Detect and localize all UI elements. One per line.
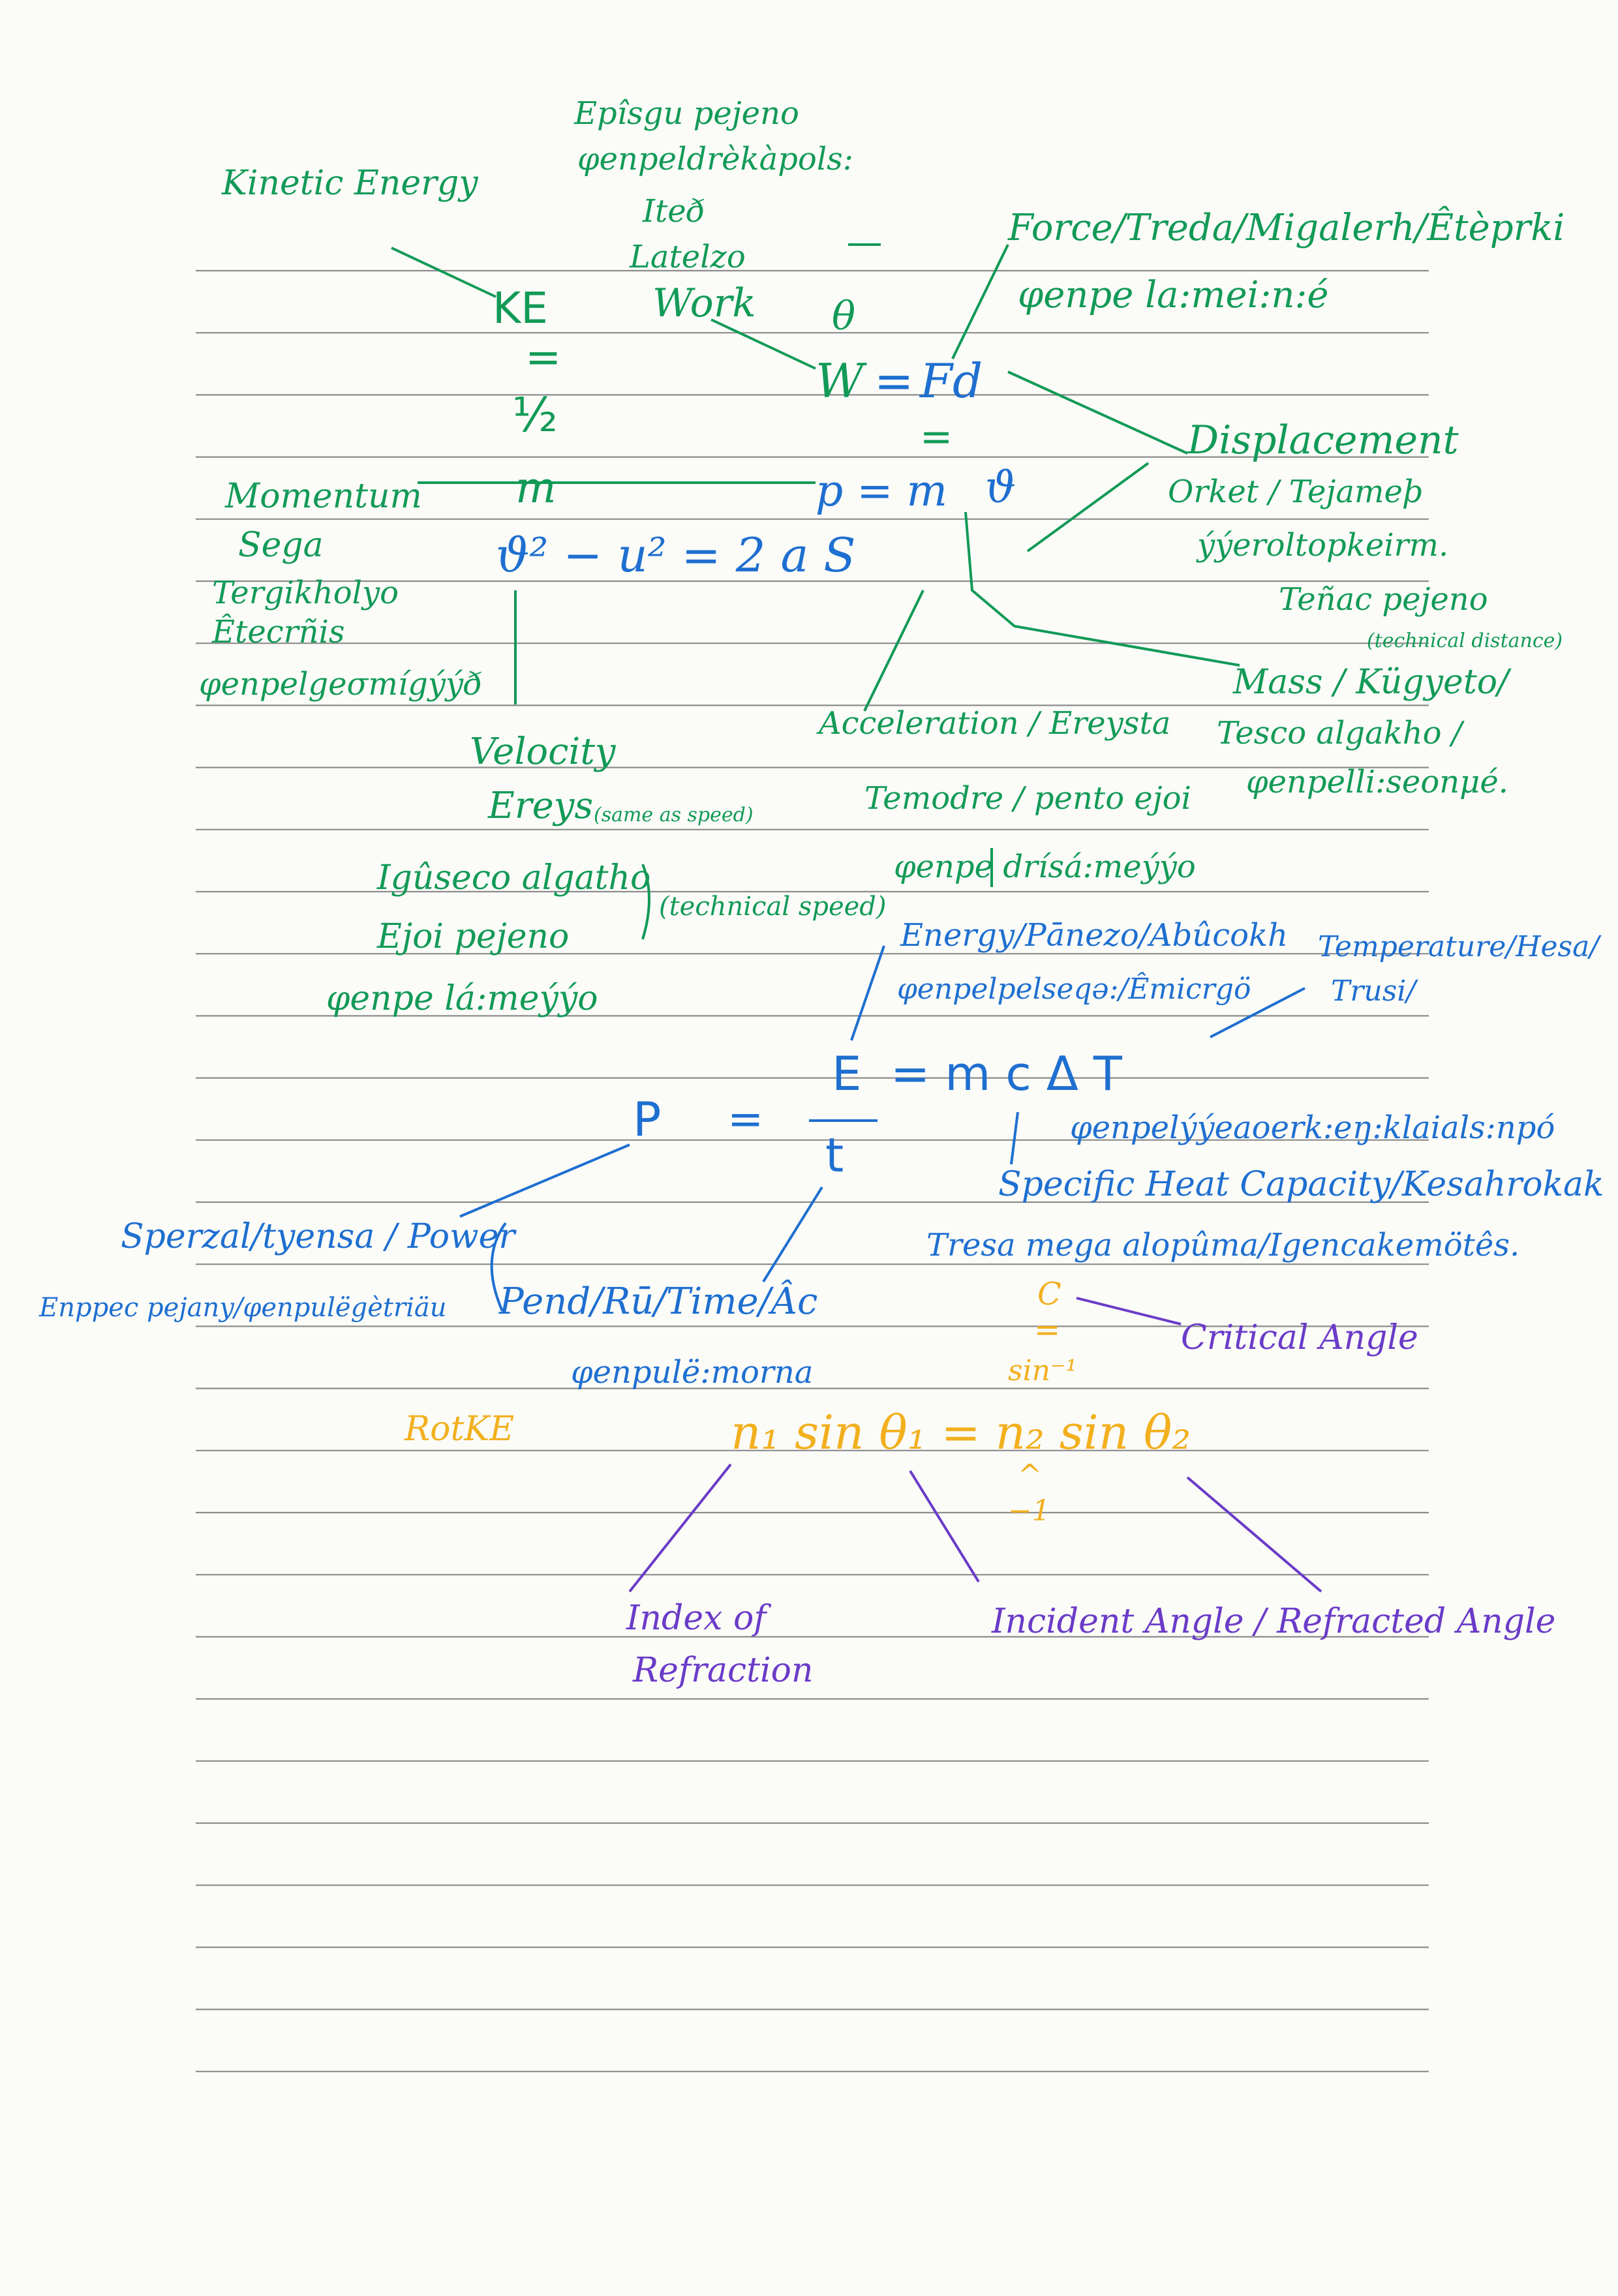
penpelgeomi-label: φenpelgeσmígýýð	[199, 666, 483, 702]
brace-speed	[641, 864, 650, 940]
arrow-refracted	[1186, 1476, 1322, 1593]
energy-label: Energy/Pānezo/Abûcokh	[900, 917, 1288, 954]
arrow-kinetic-energy	[391, 247, 496, 298]
arrow-critical-angle	[1076, 1297, 1182, 1325]
power-symbol: P	[633, 1092, 662, 1147]
penpe-dri-label: φenpe drísá:meýýo	[894, 849, 1196, 885]
velocity-label: Velocity	[470, 731, 616, 773]
energy-equation: = m c Δ T	[891, 1046, 1122, 1101]
arrow-time	[762, 1186, 823, 1283]
energy-label-line2: φenpelpelseqə:/Êmicrgö	[897, 973, 1251, 1006]
incident-refracted-label: Incident Angle / Refracted Angle	[992, 1602, 1556, 1641]
iguseco-label: Igûseco algatho	[377, 858, 651, 898]
penpelli-label: φenpelli:seonμé.	[1246, 764, 1508, 800]
critical-equals: =	[1034, 1312, 1061, 1348]
acceleration-label: Acceleration / Ereysta	[819, 705, 1171, 742]
same-as-speed-note: (same as speed)	[594, 804, 754, 826]
snell-minus-one: −1	[1008, 1494, 1050, 1528]
penpule-label: φenpulë:morna	[571, 1354, 814, 1391]
arrow-index	[628, 1463, 732, 1593]
arrow-acceleration	[863, 590, 924, 712]
index-of-refraction-line1: Index of	[626, 1599, 767, 1638]
momentum-equation: p = m	[816, 466, 948, 516]
energy-symbol: E	[832, 1046, 862, 1101]
yyerol-label: ýýeroltopkeirm.	[1197, 527, 1449, 564]
arrow-specific-heat	[1010, 1111, 1019, 1165]
ejoi-label: Ejoi pejeno	[377, 917, 570, 956]
arrow-displacement-s	[1026, 462, 1150, 552]
work-equals: =	[874, 354, 914, 408]
enppec-label: Enppec pejany/φenpulëgètriäu	[39, 1293, 447, 1323]
time-symbol: t	[825, 1128, 844, 1183]
displacement-label: Displacement	[1187, 417, 1459, 463]
time-label: Pend/Rū/Time/Âc	[499, 1280, 818, 1323]
ereys-label: Ereys	[488, 785, 594, 827]
power-equals: =	[727, 1094, 764, 1144]
tenac-label: Teñac pejeno	[1279, 581, 1488, 618]
mass-label: Mass / Kügyeto/	[1233, 663, 1509, 702]
kinematics-equation: ϑ² − u² = 2 a S	[496, 528, 856, 582]
technical-speed-note: (technical speed)	[659, 892, 887, 922]
ke-equals: =	[525, 332, 562, 382]
specific-heat-label: Specific Heat Capacity/Kesahrokak	[998, 1165, 1604, 1204]
arrow-energy	[850, 945, 885, 1041]
brace-power	[490, 1222, 507, 1312]
tresa-label: Tresa mega alopûma/Igencakemötês.	[926, 1227, 1520, 1263]
arrow-incident	[909, 1470, 980, 1583]
temperature-label: Temperature/Hesa/	[1318, 930, 1600, 963]
stroke-mass	[964, 511, 1240, 667]
etecrnis-label: Êtecrñis	[212, 614, 345, 650]
velocity-symbol-momentum: ϑ	[985, 462, 1016, 513]
arrow-work	[710, 318, 816, 370]
ited-label: Iteð	[643, 193, 705, 230]
ke-symbol: KE	[493, 283, 548, 333]
fd-equals: =	[920, 414, 953, 460]
critical-c-symbol: C	[1037, 1276, 1061, 1312]
arrow-force	[951, 244, 1009, 359]
trusi-label: Trusi/	[1331, 974, 1416, 1008]
critical-angle-label: Critical Angle	[1181, 1318, 1418, 1357]
penpe-la-label: φenpe lá:meýýo	[326, 979, 598, 1018]
sega-label: Sega	[238, 526, 324, 565]
latelzo-label: Latelzo	[630, 239, 746, 275]
force-label-line2: φenpe la:mei:n:é	[1018, 274, 1329, 316]
mass-symbol: m	[515, 462, 557, 513]
tesco-label: Tesco algakho /	[1217, 715, 1463, 751]
theta-symbol: θ	[832, 294, 856, 339]
one-half: ½	[512, 387, 558, 442]
penpelyy-label: φenpelýýeaoerk:eŋ:klaials:npó	[1070, 1110, 1555, 1146]
temodre-label: Temodre / pento ejoi	[864, 780, 1191, 817]
snell-caret: ^	[1018, 1458, 1042, 1492]
episgu-note-line2: φenpeldrèkàpols:	[577, 141, 853, 177]
power-label: Sperzal/tyensa / Power	[121, 1217, 515, 1256]
arrow-temperature	[1210, 987, 1305, 1038]
work-symbol: W	[816, 354, 864, 408]
arrow-power	[459, 1143, 630, 1218]
index-of-refraction-line2: Refraction	[633, 1651, 814, 1690]
episgu-note-line1: Epîsgu pejeno	[574, 95, 799, 132]
sin-inverse: sin⁻¹	[1008, 1354, 1077, 1387]
force-label: Force/Treda/Migalerh/Êtèprki	[1008, 207, 1565, 249]
fd-symbol: Fd	[920, 354, 983, 408]
rotke-note: RotKE	[404, 1410, 515, 1449]
technical-distance-note: (technical distance)	[1367, 629, 1563, 652]
arrow-displacement-fd	[1007, 370, 1188, 455]
orket-label: Orket / Tejameþ	[1168, 474, 1423, 510]
tergikholyo-label: Tergikholyo	[212, 575, 399, 611]
kinetic-energy-label: Kinetic Energy	[222, 164, 478, 203]
work-label: Work	[652, 280, 756, 326]
snells-law: n₁ sin θ₁ = n₂ sin θ₂	[731, 1405, 1191, 1460]
momentum-label: Momentum	[225, 477, 422, 516]
